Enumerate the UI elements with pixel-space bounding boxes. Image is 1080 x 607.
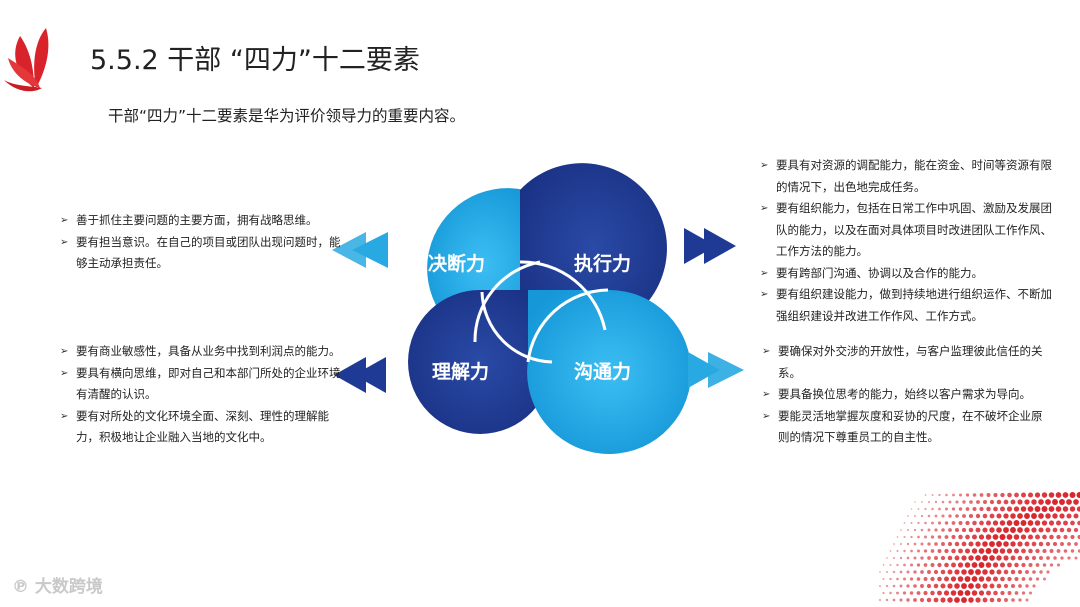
list-item: 要有组织建设能力，做到持续地进行组织运作、不断加强组织建设并改进工作作风、工作方…	[760, 284, 1060, 327]
list-item: 要能灵活地掌握灰度和妥协的尺度，在不破坏企业原则的情况下尊重员工的自主性。	[762, 406, 1052, 449]
quadrant-label-decision: 决断力	[428, 252, 485, 275]
arrow-right-top-icon	[684, 228, 736, 264]
list-item: 要有担当意识。在自己的项目或团队出现问题时，能够主动承担责任。	[60, 232, 345, 275]
list-item: 要有对所处的文化环境全面、深刻、理性的理解能力，积极地让企业融入当地的文化中。	[60, 406, 345, 449]
arrow-right-bottom-icon	[688, 352, 744, 388]
quadrant-label-execution: 执行力	[574, 252, 631, 275]
list-item: 要确保对外交涉的开放性，与客户监理彼此信任的关系。	[762, 341, 1052, 384]
panel-execution: 要具有对资源的调配能力，能在资金、时间等资源有限的情况下，出色地完成任务。 要有…	[760, 155, 1060, 327]
list-item: 要具有横向思维，即对自己和本部门所处的企业环境有清醒的认识。	[60, 363, 345, 406]
panel-understanding: 要有商业敏感性，具备从业务中找到利润点的能力。 要具有横向思维，即对自己和本部门…	[60, 341, 345, 449]
list-item: 要有跨部门沟通、协调以及合作的能力。	[760, 263, 1060, 285]
watermark-icon: ℗	[12, 577, 35, 597]
quadrant-label-communication: 沟通力	[574, 360, 631, 383]
list-item: 要有组织能力，包括在日常工作中巩固、激励及发展团队的能力，以及在面对具体项目时改…	[760, 198, 1060, 263]
panel-communication: 要确保对外交涉的开放性，与客户监理彼此信任的关系。 要具备换位思考的能力，始终以…	[762, 341, 1052, 449]
watermark-text: 大数跨境	[35, 577, 103, 597]
watermark: ℗ 大数跨境	[12, 572, 103, 597]
quadrant-label-understanding: 理解力	[432, 360, 489, 383]
list-item: 善于抓住主要问题的主要方面，拥有战略思维。	[60, 210, 345, 232]
panel-decision: 善于抓住主要问题的主要方面，拥有战略思维。 要有担当意识。在自己的项目或团队出现…	[60, 210, 345, 275]
list-item: 要有商业敏感性，具备从业务中找到利润点的能力。	[60, 341, 345, 363]
list-item: 要具备换位思考的能力，始终以客户需求为导向。	[762, 384, 1052, 406]
list-item: 要具有对资源的调配能力，能在资金、时间等资源有限的情况下，出色地完成任务。	[760, 155, 1060, 198]
